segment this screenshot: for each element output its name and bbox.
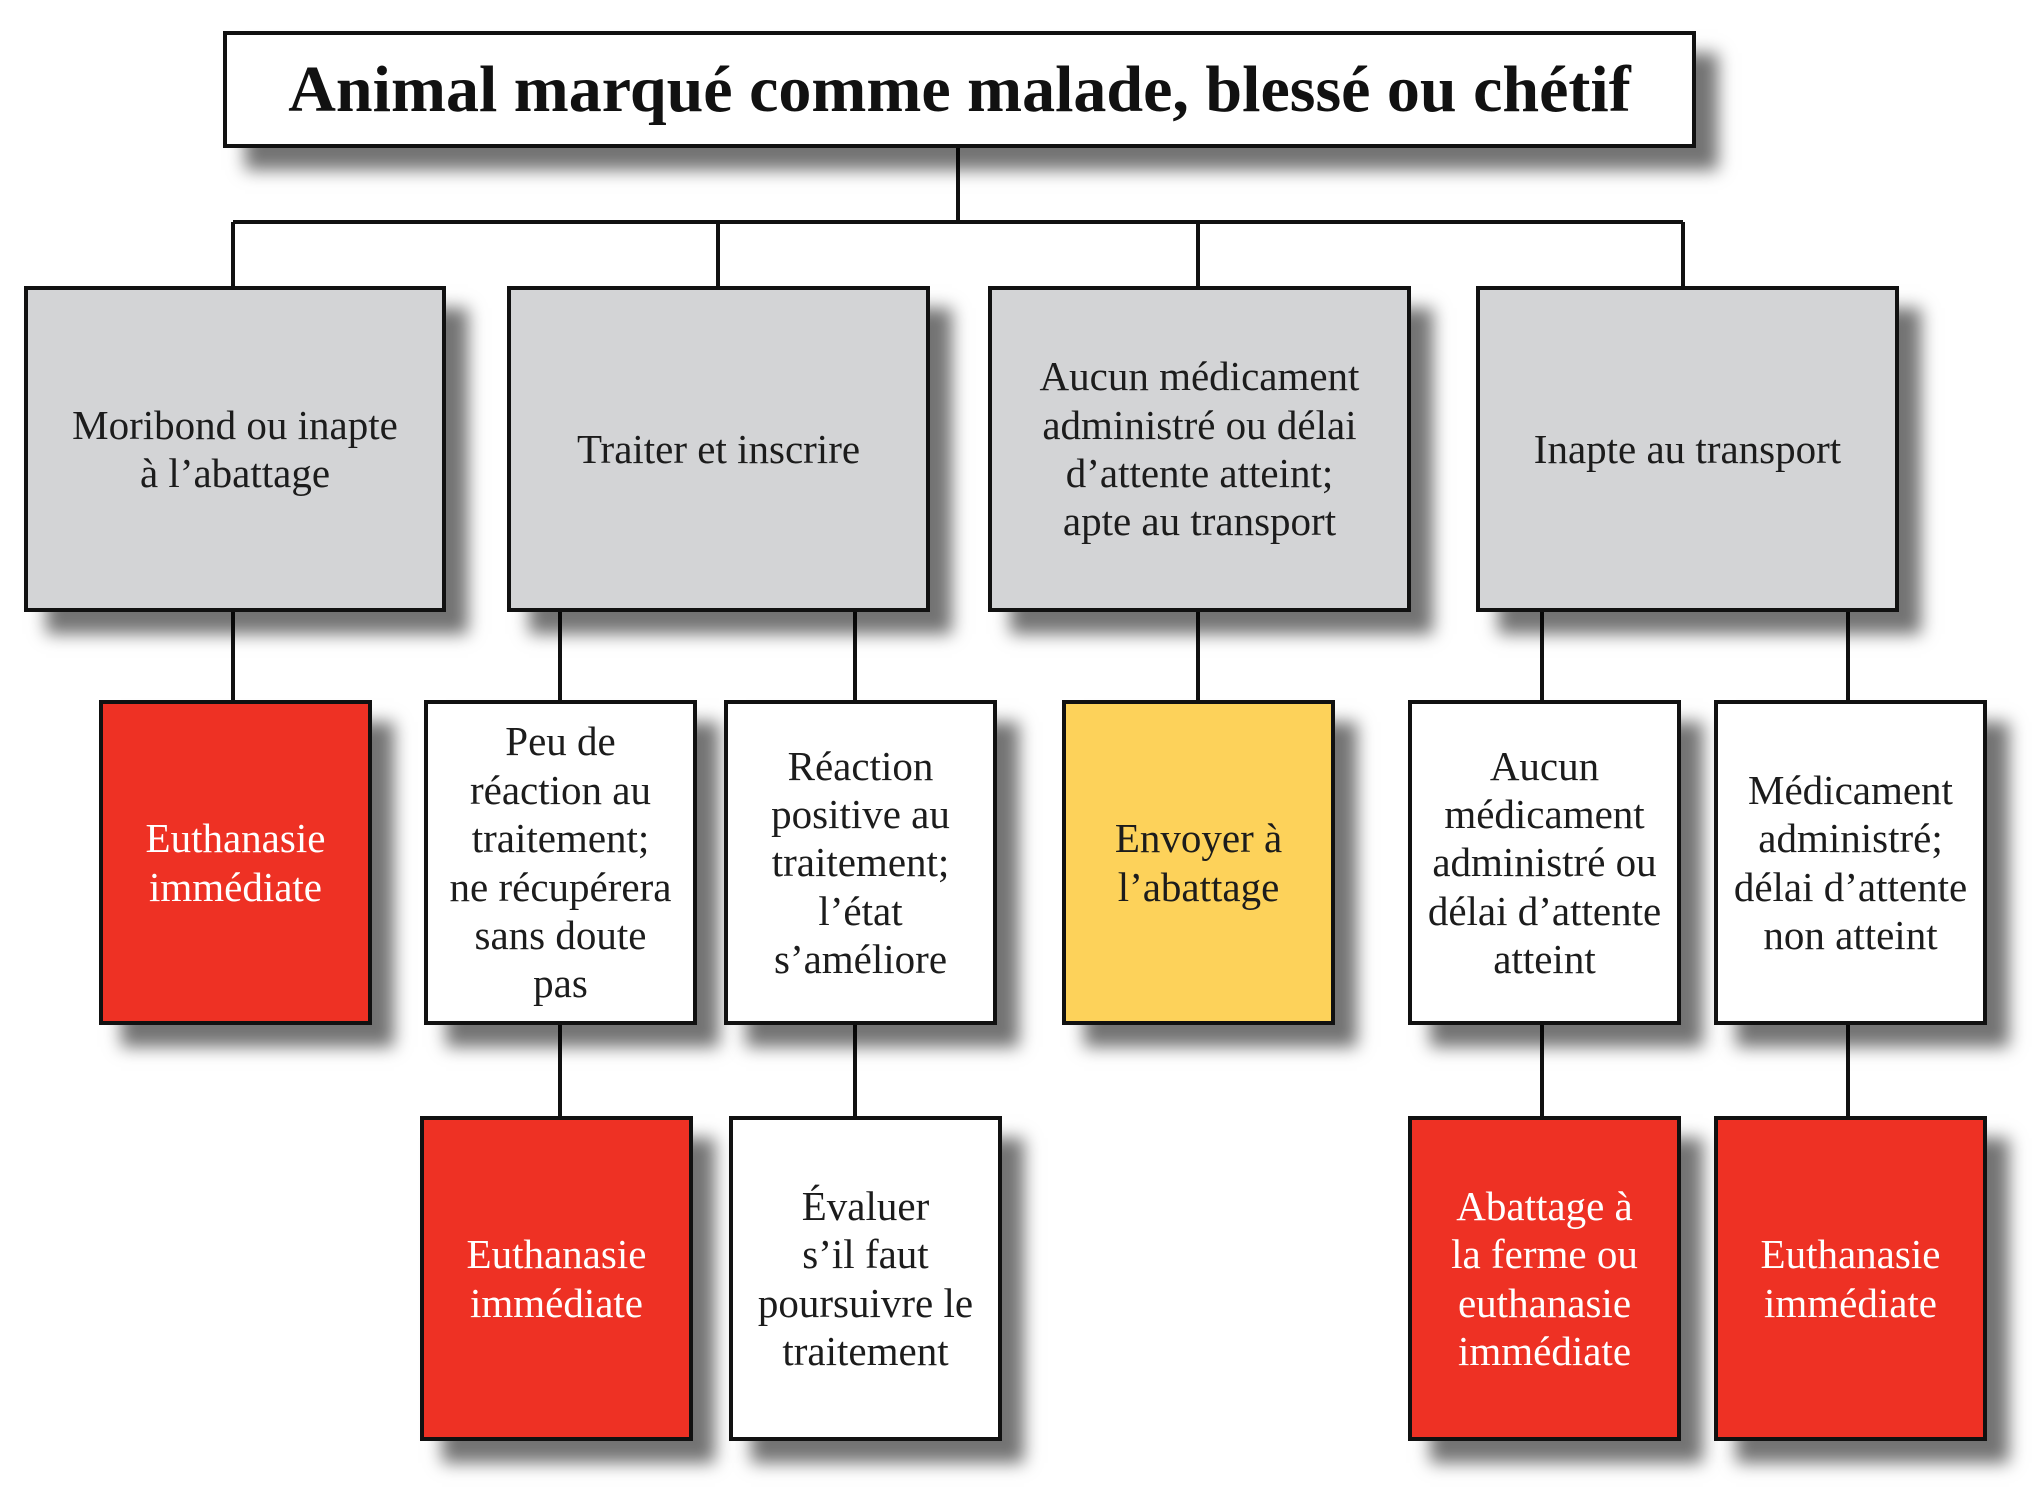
send-slaughter-node-label: Envoyer à l’abattage bbox=[1114, 815, 1283, 910]
evaluate-node: Évaluer s’il faut poursuivre le traiteme… bbox=[729, 1116, 1002, 1441]
positive-response-node-label: Réaction positive au traitement; l’état … bbox=[771, 742, 950, 983]
no-drug-fit-node: Aucun médicament administré ou délai d’a… bbox=[988, 286, 1411, 612]
no-drug-reached-node-label: Aucun médicament administré ou délai d’a… bbox=[1427, 742, 1662, 983]
treat-node: Traiter et inscrire bbox=[507, 286, 930, 612]
no-drug-reached-node: Aucun médicament administré ou délai d’a… bbox=[1408, 700, 1681, 1025]
moribund-node: Moribond ou inapte à l’abattage bbox=[24, 286, 446, 612]
unfit-transport-node: Inapte au transport bbox=[1476, 286, 1899, 612]
farm-slaughter-node: Abattage à la ferme ou euthanasie immédi… bbox=[1408, 1116, 1681, 1441]
positive-response-node: Réaction positive au traitement; l’état … bbox=[724, 700, 997, 1025]
euthanasia-node-3-label: Euthanasie immédiate bbox=[1760, 1231, 1941, 1326]
moribund-node-label: Moribond ou inapte à l’abattage bbox=[72, 401, 398, 496]
euthanasia-node-3: Euthanasie immédiate bbox=[1714, 1116, 1987, 1441]
send-slaughter-node: Envoyer à l’abattage bbox=[1062, 700, 1335, 1025]
evaluate-node-label: Évaluer s’il faut poursuivre le traiteme… bbox=[757, 1182, 974, 1374]
treat-node-label: Traiter et inscrire bbox=[576, 425, 861, 472]
euthanasia-node-1-label: Euthanasie immédiate bbox=[145, 815, 326, 910]
poor-response-node: Peu de réaction au traitement; ne récupé… bbox=[424, 700, 697, 1025]
euthanasia-node-1: Euthanasie immédiate bbox=[99, 700, 372, 1025]
root-node-label: Animal marqué comme malade, blessé ou ch… bbox=[288, 52, 1631, 126]
no-drug-fit-node-label: Aucun médicament administré ou délai d’a… bbox=[1039, 353, 1360, 545]
euthanasia-node-2: Euthanasie immédiate bbox=[420, 1116, 693, 1441]
farm-slaughter-node-label: Abattage à la ferme ou euthanasie immédi… bbox=[1451, 1182, 1638, 1374]
poor-response-node-label: Peu de réaction au traitement; ne récupé… bbox=[449, 718, 672, 1007]
unfit-transport-node-label: Inapte au transport bbox=[1533, 425, 1842, 472]
drug-not-reached-node: Médicament administré; délai d’attente n… bbox=[1714, 700, 1987, 1025]
root-node: Animal marqué comme malade, blessé ou ch… bbox=[223, 31, 1696, 148]
euthanasia-node-2-label: Euthanasie immédiate bbox=[466, 1231, 647, 1326]
drug-not-reached-node-label: Médicament administré; délai d’attente n… bbox=[1733, 766, 1968, 958]
